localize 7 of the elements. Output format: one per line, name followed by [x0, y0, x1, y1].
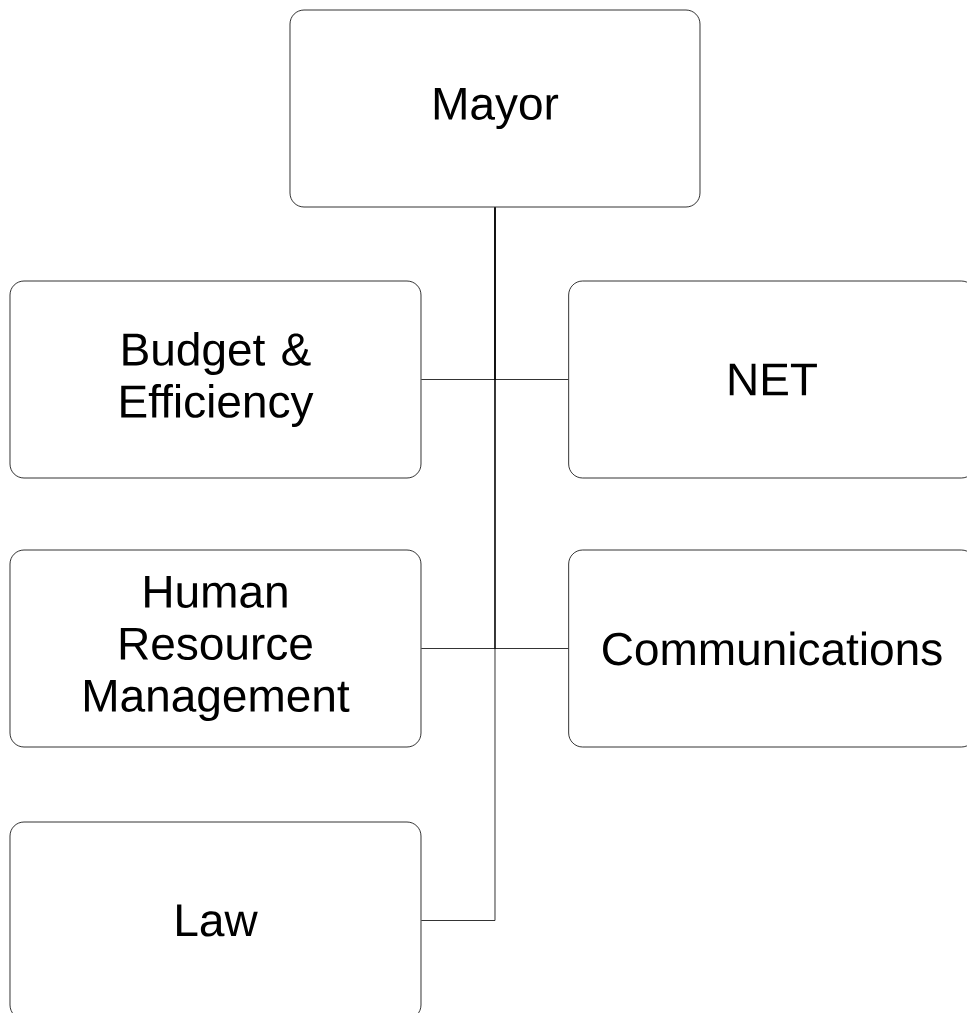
- org-box: Mayor: [289, 9, 701, 208]
- org-box: Budget & Efficiency: [9, 280, 422, 479]
- connector-line: [421, 207, 496, 921]
- org-box: Human Resource Management: [9, 549, 422, 748]
- org-box: NET: [568, 280, 967, 479]
- org-box: Law: [9, 821, 422, 1013]
- org-box: Communications: [568, 549, 967, 748]
